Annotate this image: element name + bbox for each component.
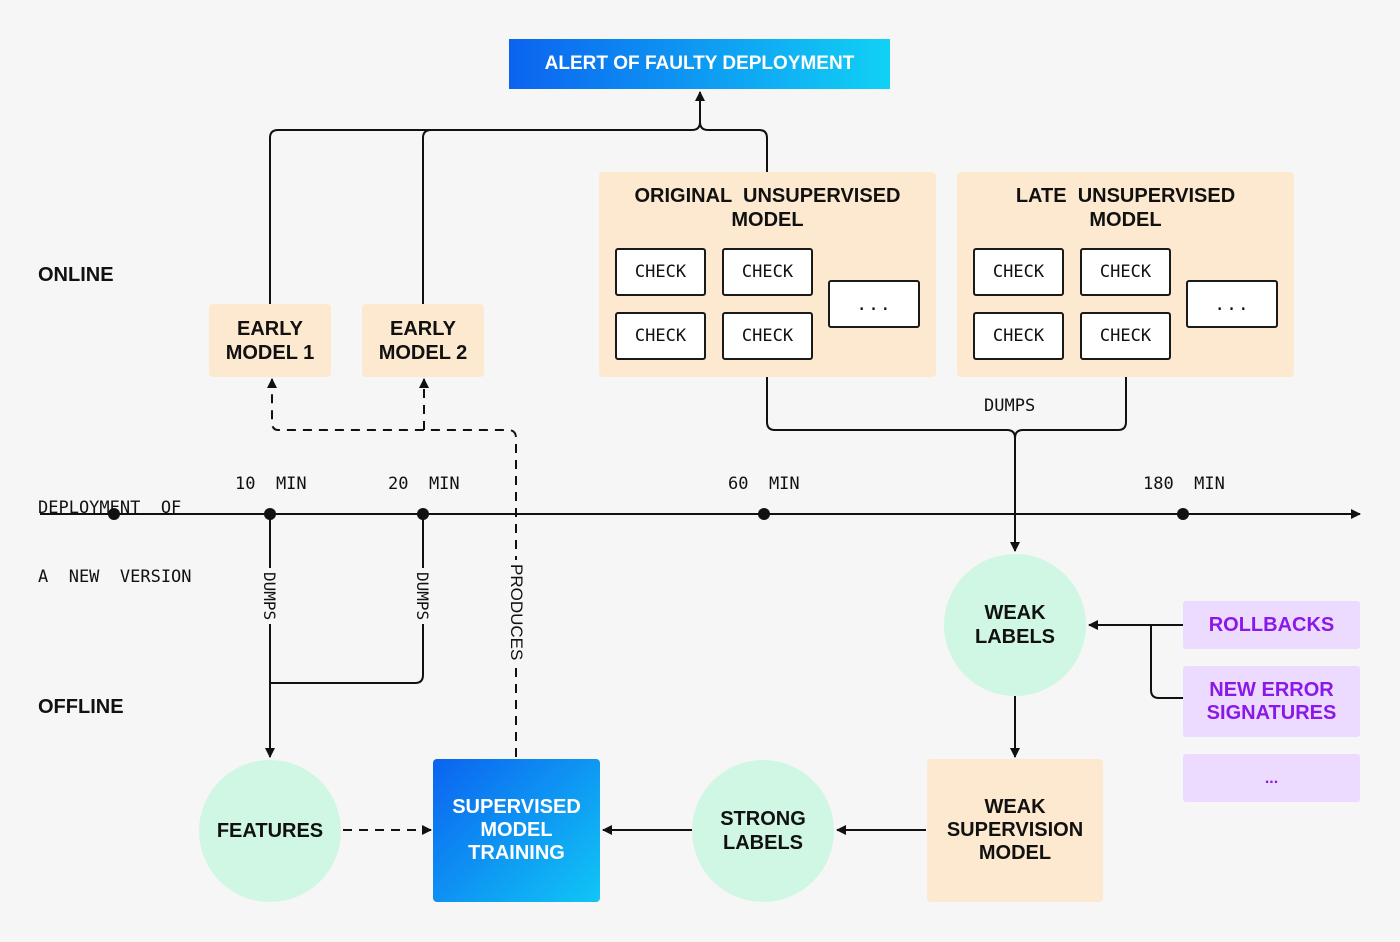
early-model-1-line2: MODEL 1 bbox=[225, 341, 315, 364]
timeline-dot-10-min bbox=[264, 508, 276, 520]
weak-model-line3: MODEL bbox=[978, 842, 1052, 864]
original-model-to-alert-line bbox=[699, 121, 768, 172]
check-box: CHECK bbox=[722, 248, 813, 296]
timeline-tick-label: 180 MIN bbox=[1143, 474, 1225, 494]
check-box: CHECK bbox=[1080, 248, 1171, 296]
timeline-dot-180-min bbox=[1177, 508, 1189, 520]
timeline-tick-label: 20 MIN bbox=[388, 474, 460, 494]
features-node: FEATURES bbox=[199, 760, 341, 902]
original-panel-title-line1: ORIGINAL UNSUPERVISED bbox=[634, 185, 901, 207]
dumps-label-20-min: DUMPS bbox=[413, 568, 432, 625]
dumps-20-min-line bbox=[270, 514, 424, 684]
late-panel-title-line1: LATE UNSUPERVISED bbox=[1015, 185, 1236, 207]
new-errors-to-weak-labels-line bbox=[1150, 625, 1183, 699]
check-box: CHECK bbox=[1080, 312, 1171, 360]
weak-supervision-model-node: WEAK SUPERVISION MODEL bbox=[927, 759, 1103, 902]
check-box: CHECK bbox=[722, 312, 813, 360]
timeline-dot-60-min bbox=[758, 508, 770, 520]
check-box: CHECK bbox=[615, 312, 706, 360]
rollbacks-label: ROLLBACKS bbox=[1208, 613, 1335, 636]
weak-model-line2: SUPERVISION bbox=[946, 819, 1084, 841]
dumps-label-top: DUMPS bbox=[984, 396, 1036, 416]
late-panel-title: LATE UNSUPERVISED MODEL bbox=[957, 184, 1294, 232]
weak-model-line1: WEAK bbox=[984, 796, 1046, 818]
early-model-2-to-alert-line bbox=[422, 129, 432, 304]
timeline-start-line2: A NEW VERSION bbox=[38, 567, 192, 587]
original-unsupervised-model-panel: ORIGINAL UNSUPERVISED MODEL CHECK CHECK … bbox=[599, 172, 936, 377]
features-label: FEATURES bbox=[216, 820, 324, 842]
strong-labels-line1: STRONG bbox=[720, 808, 806, 830]
strong-labels-line2: LABELS bbox=[723, 832, 803, 854]
new-error-line2: SIGNATURES bbox=[1206, 701, 1337, 724]
timeline-tick-label: 10 MIN bbox=[235, 474, 307, 494]
online-section-label: ONLINE bbox=[38, 264, 114, 286]
training-line2: MODEL bbox=[480, 819, 553, 841]
timeline-tick-label: 60 MIN bbox=[728, 474, 800, 494]
alert-label: ALERT OF FAULTY DEPLOYMENT bbox=[544, 53, 855, 74]
late-panel-title-line2: MODEL bbox=[1089, 209, 1162, 231]
more-checks-box: ... bbox=[828, 280, 920, 328]
early-model-2-line2: MODEL 2 bbox=[378, 341, 468, 364]
original-model-dump-line bbox=[766, 377, 1020, 552]
late-unsupervised-model-panel: LATE UNSUPERVISED MODEL CHECK CHECK CHEC… bbox=[957, 172, 1294, 377]
offline-section-label: OFFLINE bbox=[38, 696, 124, 718]
early-model-1-line1: EARLY bbox=[237, 317, 303, 340]
alert-faulty-deployment: ALERT OF FAULTY DEPLOYMENT bbox=[509, 39, 890, 89]
check-box: CHECK bbox=[973, 312, 1064, 360]
more-checks-box: ... bbox=[1186, 280, 1278, 328]
weak-labels-node: WEAK LABELS bbox=[944, 554, 1086, 696]
more-sources-box: ... bbox=[1183, 754, 1360, 802]
timeline-dot-20-min bbox=[417, 508, 429, 520]
more-sources-label: ... bbox=[1264, 769, 1279, 787]
supervised-model-training-node: SUPERVISED MODEL TRAINING bbox=[433, 759, 600, 902]
dumps-label-10-min: DUMPS bbox=[260, 568, 279, 625]
timeline-dot-deployment bbox=[108, 508, 120, 520]
early-model-1: EARLY MODEL 1 bbox=[209, 304, 331, 377]
check-box: CHECK bbox=[973, 248, 1064, 296]
new-error-signatures-source: NEW ERROR SIGNATURES bbox=[1183, 666, 1360, 737]
rollbacks-source: ROLLBACKS bbox=[1183, 601, 1360, 649]
original-panel-title: ORIGINAL UNSUPERVISED MODEL bbox=[599, 184, 936, 232]
new-error-line1: NEW ERROR bbox=[1209, 678, 1334, 701]
training-line3: TRAINING bbox=[468, 842, 565, 864]
produces-label: PRODUCES bbox=[506, 560, 526, 665]
produces-dashed-line bbox=[267, 378, 517, 757]
weak-labels-line2: LABELS bbox=[975, 626, 1055, 648]
strong-labels-node: STRONG LABELS bbox=[692, 760, 834, 902]
weak-labels-line1: WEAK bbox=[984, 602, 1046, 624]
training-line1: SUPERVISED bbox=[452, 796, 581, 818]
early-model-2: EARLY MODEL 2 bbox=[362, 304, 484, 377]
timeline-start-line1: DEPLOYMENT OF bbox=[38, 498, 182, 518]
early-model-2-line1: EARLY bbox=[390, 317, 456, 340]
late-model-dump-line bbox=[1014, 377, 1127, 439]
timeline-start-label: DEPLOYMENT OF A NEW VERSION bbox=[38, 451, 192, 612]
original-panel-title-line2: MODEL bbox=[731, 209, 804, 231]
check-box: CHECK bbox=[615, 248, 706, 296]
